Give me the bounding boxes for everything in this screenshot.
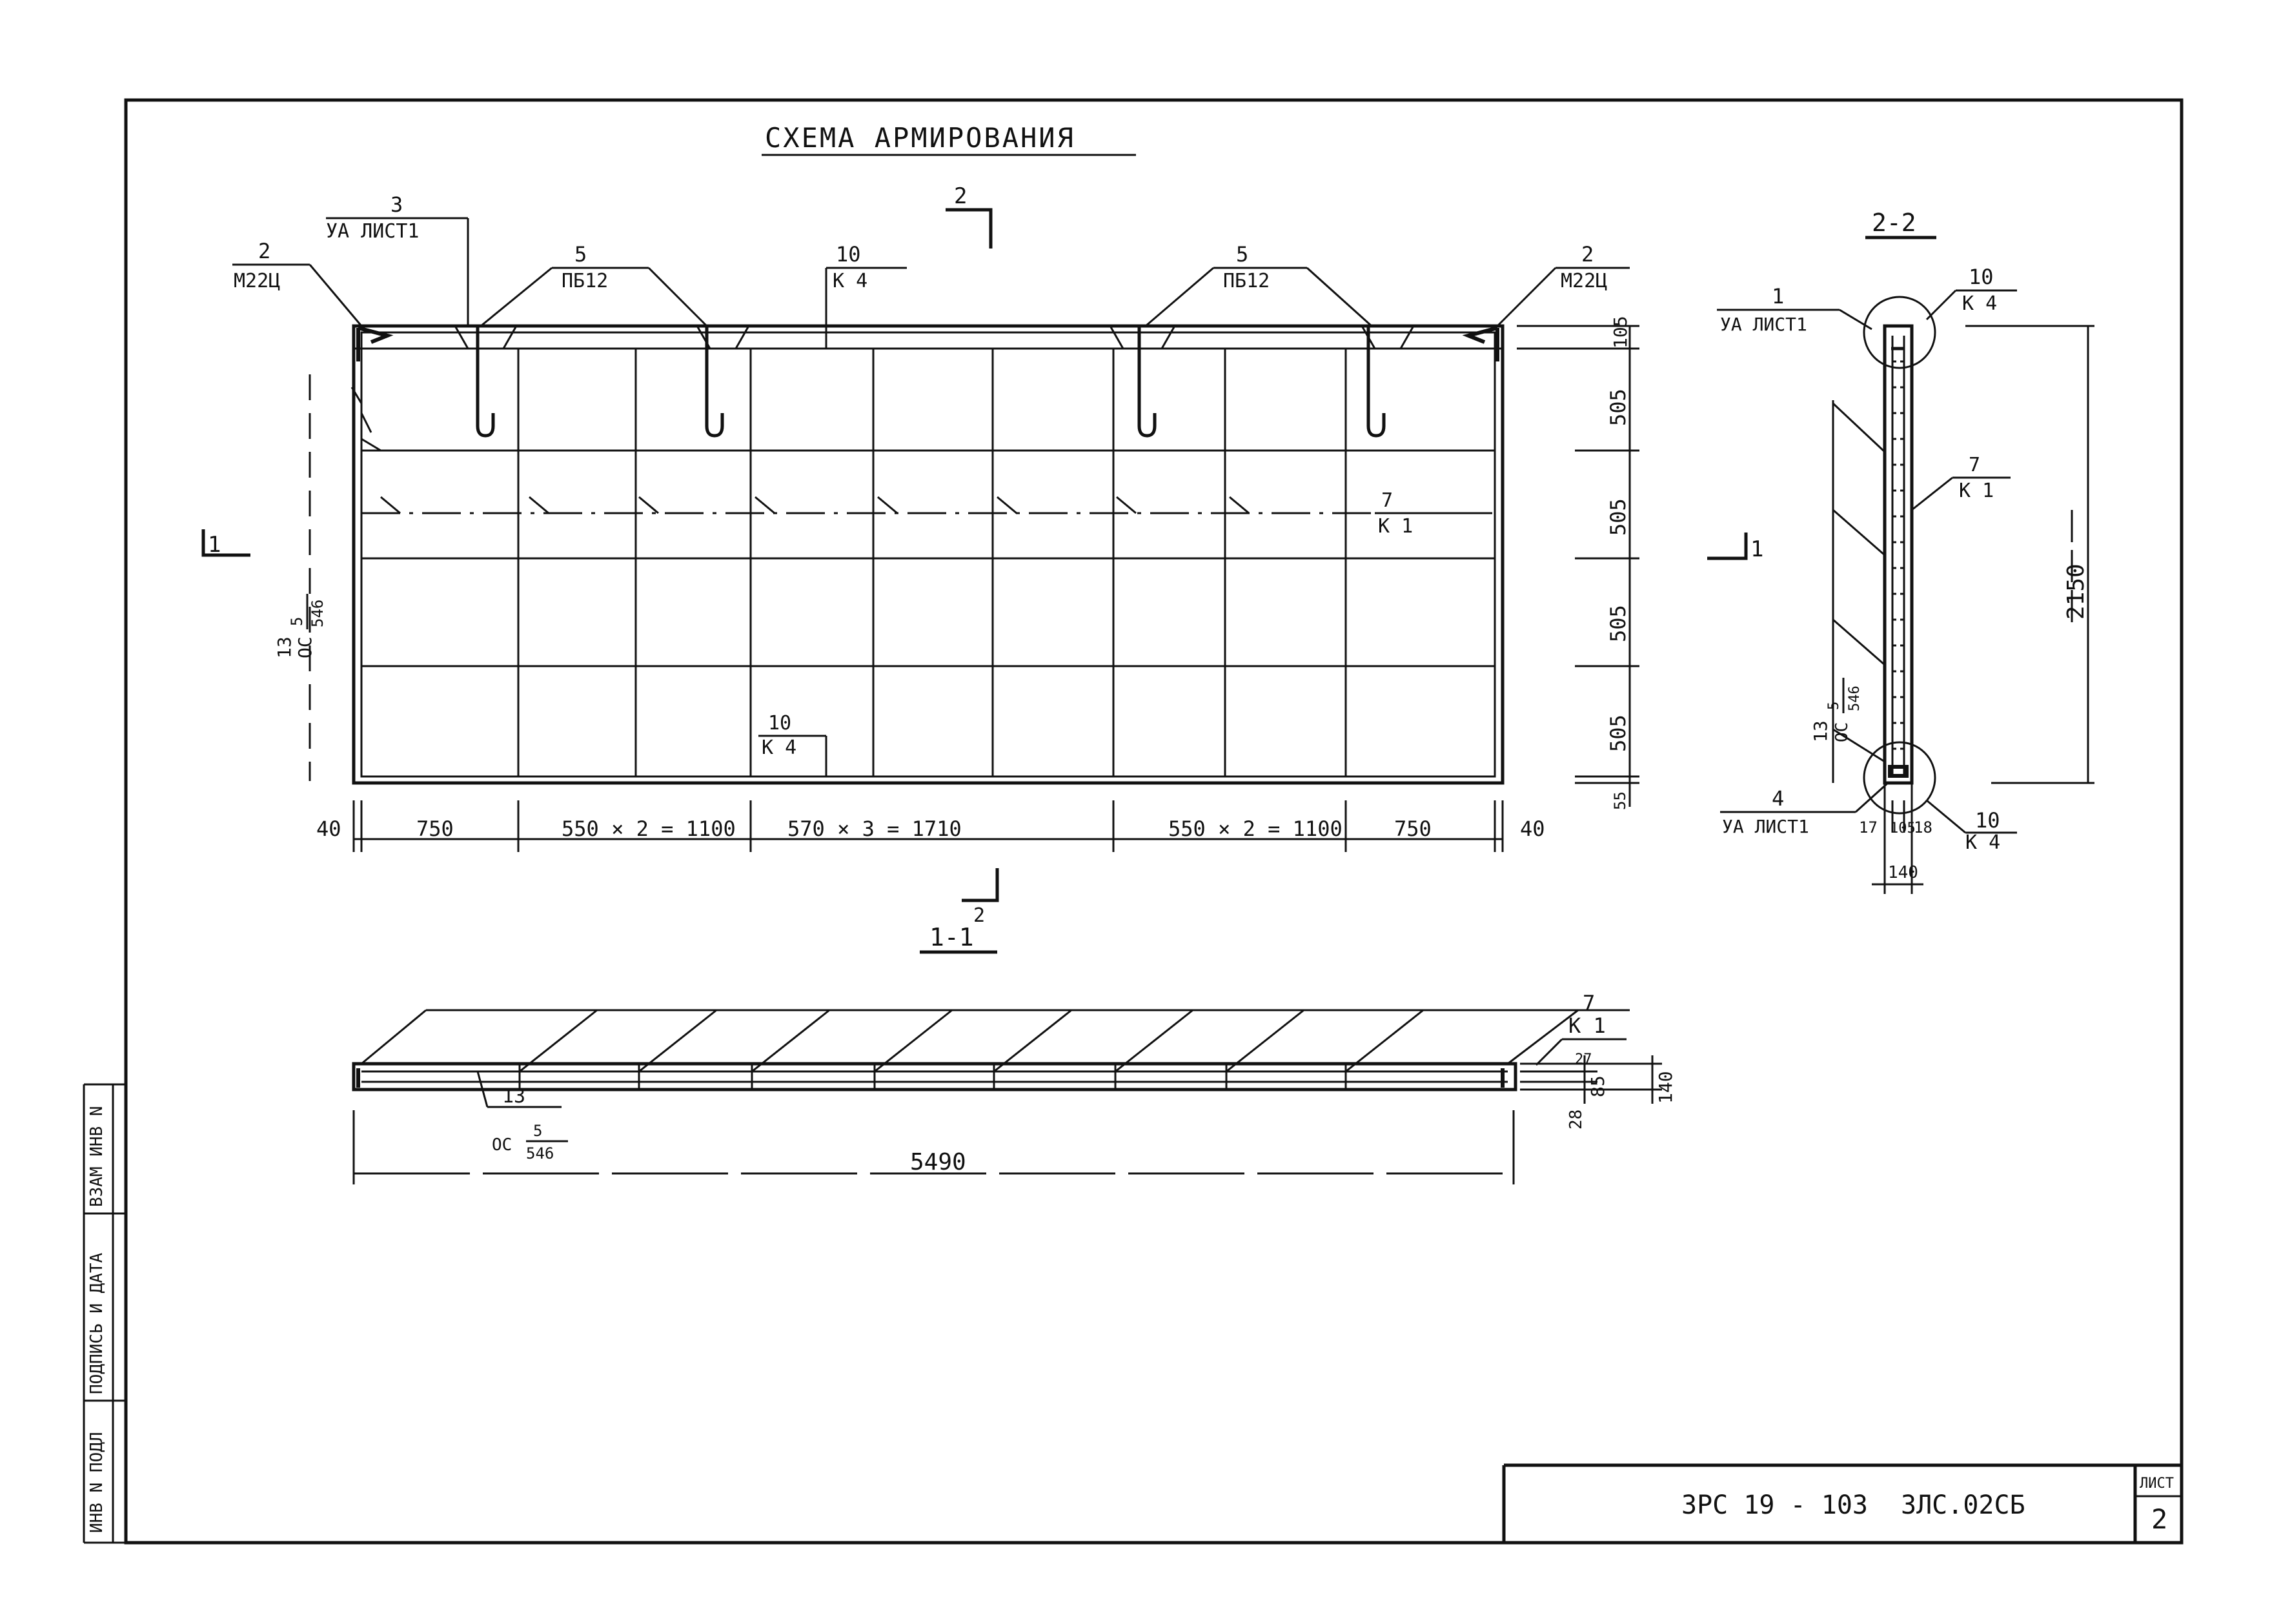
callout-10-bottom-number: 10 xyxy=(768,712,791,735)
section-22-callout1-code: УА ЛИСТ1 xyxy=(1720,314,1807,335)
section-11-callout7-code: К 1 xyxy=(1568,1013,1606,1038)
dim-bottom-2: 550 × 2 = 1100 xyxy=(562,817,736,841)
section-22-callout10-top-code: К 4 xyxy=(1962,292,1997,315)
section-22-dim-height xyxy=(1965,325,2094,784)
section-22-mark-1-label: 1 xyxy=(1750,536,1763,562)
section-mark-2-top xyxy=(946,208,993,249)
section-11-dim-85: 85 xyxy=(1587,1075,1608,1097)
dim-bottom-1: 750 xyxy=(416,817,454,841)
dim-right-main xyxy=(1517,325,1639,807)
title-block-sheet-number: 2 xyxy=(2151,1503,2167,1535)
section-22-view xyxy=(1832,296,1936,815)
section-11-callout13-frac-num: 5 xyxy=(533,1122,542,1140)
callout-13-main: 13 ОС 5 546 xyxy=(274,594,327,658)
dim-bottom-6: 40 xyxy=(1520,817,1545,841)
section-22-callout13-number: 13 xyxy=(1810,720,1831,742)
section-22-mark-1 xyxy=(1707,533,1748,560)
section-22-callout7-code: К 1 xyxy=(1959,480,1994,502)
section-11-callout13-frac-den: 546 xyxy=(526,1144,554,1162)
callout-5-right-number: 5 xyxy=(1236,242,1248,267)
callout-13-main-code: ОС xyxy=(294,636,316,658)
callout-13-main-frac-num: 5 xyxy=(288,617,306,626)
sheet-frame xyxy=(83,98,2184,1545)
dim-right-2: 505 xyxy=(1606,498,1630,536)
section-22-callout13-frac-num: 5 xyxy=(1826,702,1842,710)
dim-bottom-4: 550 × 2 = 1100 xyxy=(1168,817,1343,841)
section-22-callout1-number: 1 xyxy=(1772,284,1784,309)
callout-10-top-number: 10 xyxy=(836,242,861,267)
dim-bottom-3: 570 × 3 = 1710 xyxy=(787,817,962,841)
section-22-callout10-top-number: 10 xyxy=(1969,265,1994,289)
callout-5-right-code: ПБ12 xyxy=(1223,270,1270,292)
callout-5-left-code: ПБ12 xyxy=(562,270,608,292)
section-mark-1-left xyxy=(201,529,250,557)
callout-2-right-number: 2 xyxy=(1581,242,1594,267)
section-22-callout13: 13 ОС 5 546 xyxy=(1810,678,1863,742)
section-22-dim-bottom xyxy=(1872,783,1923,894)
callout-2-right-code: М22Ц xyxy=(1561,270,1607,292)
section-22-callout10-bottom-number: 10 xyxy=(1975,808,2000,833)
dim-bottom-main xyxy=(352,800,1504,852)
section-mark-2-bottom-label: 2 xyxy=(973,904,985,927)
section-11-dim-length xyxy=(352,1110,1515,1184)
section-11-callout7-number: 7 xyxy=(1583,991,1595,1015)
dim-bottom-0: 40 xyxy=(316,817,341,841)
section-22-dim-18: 18 xyxy=(1914,818,1932,837)
callout-7-number: 7 xyxy=(1381,489,1393,512)
section-11-callout13-number: 13 xyxy=(502,1085,525,1108)
main-view xyxy=(309,324,1505,785)
section-22-callout7-number: 7 xyxy=(1969,454,1980,476)
callout-13-main-number: 13 xyxy=(274,636,295,658)
dim-right-4: 505 xyxy=(1606,715,1630,752)
callout-10-top-code: К 4 xyxy=(833,270,867,292)
section-22-label: 2-2 xyxy=(1872,208,1916,237)
callout-2-left-code: М22Ц xyxy=(234,270,280,292)
callout-13-main-frac-den: 546 xyxy=(309,600,327,627)
stamp-podpis: ПОДПИСЬ И ДАТА xyxy=(87,1253,106,1394)
section-22-dim-17: 17 xyxy=(1859,818,1878,837)
drawing-title: СХЕМА АРМИРОВАНИЯ xyxy=(765,122,1075,154)
section-11-dim-140: 140 xyxy=(1655,1071,1676,1104)
callout-7-code: К 1 xyxy=(1378,515,1413,538)
section-11-dim-right xyxy=(1520,1055,1662,1104)
section-11-dim-27: 27 xyxy=(1575,1051,1592,1068)
callout-5-left-number: 5 xyxy=(574,242,587,267)
section-22-dim-105: 105 xyxy=(1890,820,1916,837)
stamp-inv-podl: ИНВ N ПОДЛ xyxy=(87,1432,106,1533)
section-11-view xyxy=(352,1009,1630,1091)
section-mark-1-left-label: 1 xyxy=(208,532,221,558)
section-11-label: 1-1 xyxy=(929,923,974,951)
dim-right-3: 505 xyxy=(1606,605,1630,642)
section-22-callout13-code: ОС xyxy=(1832,722,1852,742)
title-block-code-left: 3РС 19 - 103 xyxy=(1681,1490,1868,1520)
section-22-dim-140: 140 xyxy=(1888,863,1918,882)
dim-right-5: 55 xyxy=(1611,791,1629,810)
section-mark-2-bottom xyxy=(962,868,999,902)
dim-right-1: 505 xyxy=(1606,389,1630,426)
callout-10-bottom-code: К 4 xyxy=(762,736,796,759)
section-11-callout13-code: ОС xyxy=(492,1135,512,1155)
section-22-height-label: 2150 xyxy=(2063,563,2089,620)
dim-right-0: 105 xyxy=(1610,316,1631,349)
section-22-callout13-frac-den: 546 xyxy=(1847,685,1863,711)
section-mark-2-top-label: 2 xyxy=(954,183,967,209)
callout-2-left-number: 2 xyxy=(258,239,270,263)
section-11-length-label: 5490 xyxy=(910,1149,966,1175)
callout-3-number: 3 xyxy=(390,192,403,217)
title-block-sheet-label: ЛИСТ xyxy=(2140,1476,2174,1492)
callout-3-code: УА ЛИСТ1 xyxy=(326,220,420,243)
title-block-code-right: 3ЛС.02СБ xyxy=(1901,1490,2025,1520)
section-11-dim-28: 28 xyxy=(1566,1110,1586,1130)
section-22-callout4-number: 4 xyxy=(1772,786,1784,811)
stamp-vzam: ВЗАМ ИНВ N xyxy=(87,1106,106,1207)
title-block xyxy=(1502,1463,2182,1543)
section-22-callout4-code: УА ЛИСТ1 xyxy=(1722,816,1809,837)
dim-bottom-5: 750 xyxy=(1394,817,1432,841)
section-22-callout10-bottom-code: К 4 xyxy=(1965,831,2000,854)
